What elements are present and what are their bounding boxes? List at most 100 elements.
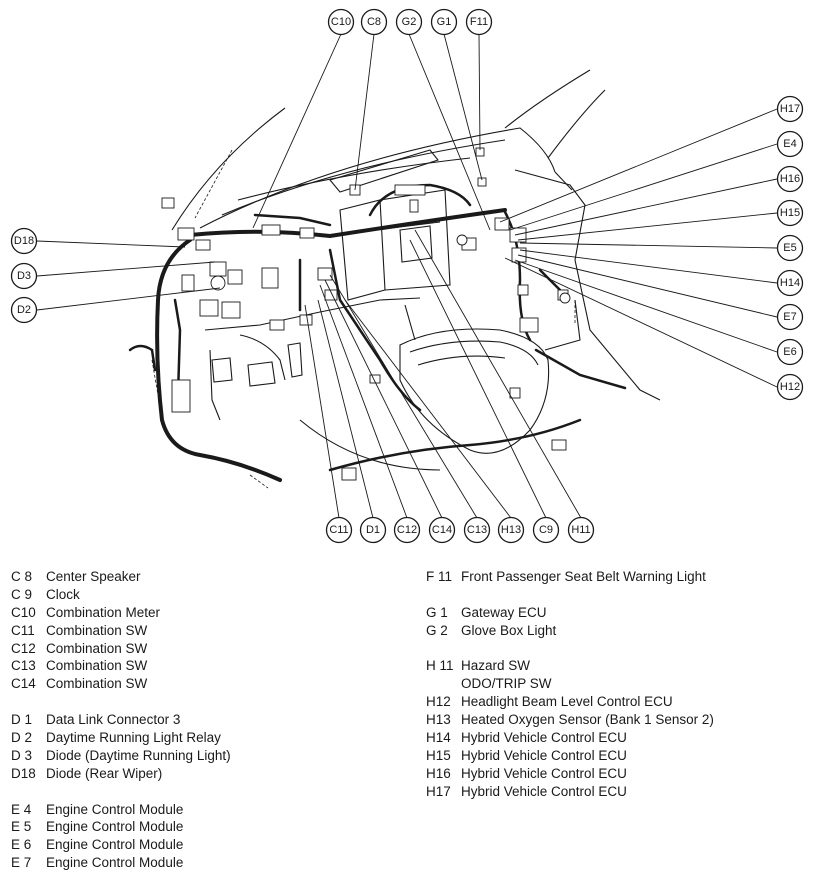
callout-c10: C10 — [327, 8, 355, 36]
connector-blocks — [161, 147, 571, 481]
legend-description: Engine Control Module — [46, 837, 184, 853]
svg-text:H14: H14 — [780, 277, 800, 289]
callout-e5: E5 — [776, 234, 804, 262]
legend-entry: ODO/TRIP SW — [426, 675, 806, 693]
legend-entry: C12 Combination SW — [11, 640, 391, 658]
callout-h17: H17 — [776, 95, 804, 123]
callout-c14: C14 — [428, 516, 456, 544]
legend-code: D 2 — [11, 730, 33, 746]
legend-code: E 6 — [11, 837, 32, 853]
svg-text:D18: D18 — [14, 235, 34, 247]
callout-e4: E4 — [776, 130, 804, 158]
callout-e6: E6 — [776, 338, 804, 366]
callout-e7: E7 — [776, 303, 804, 331]
legend-description: Combination SW — [46, 622, 148, 638]
callouts-left: D18 D3 D2 — [10, 227, 38, 324]
legend-description: ODO/TRIP SW — [461, 676, 552, 692]
legend-entry: E 7 Engine Control Module — [11, 854, 391, 872]
legend-code: E 7 — [11, 855, 32, 871]
legend-code: C13 — [11, 658, 36, 674]
legend-entry: H15 Hybrid Vehicle Control ECU — [426, 747, 806, 765]
callout-h15: H15 — [776, 199, 804, 227]
legend-description: Hybrid Vehicle Control ECU — [461, 747, 627, 763]
svg-text:H11: H11 — [571, 524, 590, 536]
legend-description: Daytime Running Light Relay — [46, 730, 221, 746]
legend-description: Hybrid Vehicle Control ECU — [461, 765, 627, 781]
callout-c11: C11 — [325, 516, 353, 544]
legend-description: Glove Box Light — [461, 622, 557, 638]
callout-c12: C12 — [393, 516, 421, 544]
callout-h13: H13 — [497, 516, 525, 544]
legend-entry: C 8 Center Speaker — [11, 568, 391, 586]
legend-code: C 8 — [11, 569, 33, 584]
svg-text:D2: D2 — [17, 304, 31, 316]
svg-text:E7: E7 — [783, 311, 796, 323]
legend-code: G 2 — [426, 622, 448, 638]
legend-description: Hybrid Vehicle Control ECU — [461, 783, 627, 799]
legend-code: C12 — [11, 640, 36, 656]
legend-entry: D 2 Daytime Running Light Relay — [11, 729, 391, 747]
legend-code: D18 — [11, 765, 36, 781]
svg-text:C12: C12 — [397, 524, 417, 536]
legend-entry: C13 Combination SW — [11, 657, 391, 675]
legend-description: Engine Control Module — [46, 801, 184, 817]
legend-description: Center Speaker — [46, 569, 141, 584]
svg-text:E6: E6 — [783, 346, 796, 358]
legend-description: Front Passenger Seat Belt Warning Light — [461, 569, 706, 584]
legend-description: Combination SW — [46, 676, 148, 692]
legend-description: Diode (Rear Wiper) — [46, 765, 163, 781]
callout-g1: G1 — [430, 8, 458, 36]
svg-text:C14: C14 — [432, 524, 452, 536]
legend-spacer — [426, 640, 806, 658]
legend-spacer — [11, 693, 391, 711]
legend-description: Data Link Connector 3 — [46, 712, 181, 728]
legend-spacer — [426, 586, 806, 604]
vehicle-outline — [171, 69, 661, 471]
legend-description: Engine Control Module — [46, 855, 184, 871]
legend-entry: E 6 Engine Control Module — [11, 836, 391, 854]
legend-description: Combination SW — [46, 640, 148, 656]
legend-code: H15 — [426, 747, 451, 763]
legend-description: Combination SW — [46, 658, 148, 674]
legend-code: E 5 — [11, 819, 32, 835]
svg-text:F11: F11 — [470, 16, 488, 28]
svg-text:H17: H17 — [780, 103, 800, 115]
legend-description: Combination Meter — [46, 604, 161, 620]
svg-text:G1: G1 — [437, 16, 452, 28]
callout-c8: C8 — [360, 8, 388, 36]
svg-text:C13: C13 — [467, 524, 487, 536]
legend-description: Diode (Daytime Running Light) — [46, 747, 231, 763]
legend-entry: H17 Hybrid Vehicle Control ECU — [426, 783, 806, 801]
legend-code: H 11 — [426, 658, 454, 674]
legend-code: H17 — [426, 783, 451, 799]
callout-h14: H14 — [776, 269, 804, 297]
legend-code: C 9 — [11, 586, 33, 602]
legend-description: Gateway ECU — [461, 604, 547, 620]
legend-description: Clock — [46, 586, 80, 602]
legend-entry: C11 Combination SW — [11, 622, 391, 640]
legend-entry: G 1 Gateway ECU — [426, 604, 806, 622]
svg-text:C10: C10 — [331, 16, 351, 28]
callout-d2: D2 — [10, 296, 38, 324]
callout-d1: D1 — [359, 516, 387, 544]
svg-text:G2: G2 — [402, 16, 417, 28]
legend-description: Headlight Beam Level Control ECU — [461, 694, 673, 710]
callout-g2: G2 — [395, 8, 423, 36]
callout-d3: D3 — [10, 262, 38, 290]
callout-h11: H11 — [567, 516, 595, 544]
legend-entry: G 2 Glove Box Light — [426, 622, 806, 640]
legend-entry: D18 Diode (Rear Wiper) — [11, 765, 391, 783]
svg-text:D1: D1 — [366, 524, 380, 536]
legend-code: C11 — [11, 622, 35, 638]
legend-code: G 1 — [426, 604, 448, 620]
callouts-top: C10 C8 G2 G1 F11 — [327, 8, 493, 36]
